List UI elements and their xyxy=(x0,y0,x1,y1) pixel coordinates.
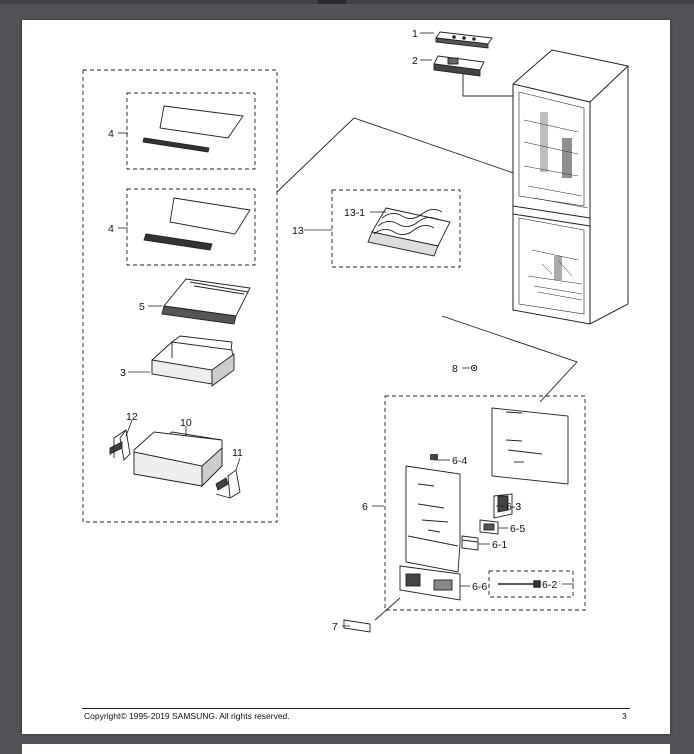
callout-4b: 4 xyxy=(108,223,114,235)
callout-6-3: 6-3 xyxy=(506,501,521,513)
part-6-4-knob xyxy=(430,454,438,460)
callout-12: 12 xyxy=(126,411,138,423)
callout-6: 6 xyxy=(362,501,368,513)
part-1-cover xyxy=(435,31,493,49)
callout-6-1: 6-1 xyxy=(492,539,507,551)
callout-10: 10 xyxy=(180,417,192,429)
callout-6-4: 6-4 xyxy=(452,455,467,467)
part-8-screw xyxy=(470,364,478,372)
drawer-cover-shelf xyxy=(161,278,251,325)
callout-5: 5 xyxy=(139,301,145,313)
shelf-2-box xyxy=(126,188,256,266)
drawer-10 xyxy=(133,431,223,488)
callout-6-6: 6-6 xyxy=(472,581,487,593)
exploded-parts-diagram: 1 2 4 4 5 3 12 10 11 13 13-1 8 6 6-4 6-3… xyxy=(82,28,629,633)
wine-rack xyxy=(367,207,451,257)
callout-6-2: 6-2 xyxy=(542,579,557,591)
fan-assy-box xyxy=(384,395,586,611)
callout-8: 8 xyxy=(452,363,458,375)
part-2-housing xyxy=(433,55,485,77)
callout-1: 1 xyxy=(412,28,418,40)
footer-page-number: 3 xyxy=(622,711,627,721)
footer-copyright: Copyright© 1995-2019 SAMSUNG. All rights… xyxy=(84,711,290,721)
rail-11 xyxy=(215,469,241,499)
footer-rule xyxy=(82,708,630,709)
shelf-1-box xyxy=(126,92,256,170)
part-6-2-harness xyxy=(498,580,541,588)
left-parts-group-box xyxy=(82,69,278,523)
callout-6-5: 6-5 xyxy=(510,523,525,535)
callout-4a: 4 xyxy=(108,128,114,140)
part-6-6-housing xyxy=(399,565,461,601)
part-6-5-cover xyxy=(479,519,499,535)
document-page: 1 2 4 4 5 3 12 10 11 13 13-1 8 6 6-4 6-3… xyxy=(22,20,670,734)
toolbar-tab[interactable] xyxy=(318,0,346,4)
callout-7: 7 xyxy=(332,621,338,633)
callout-2: 2 xyxy=(412,55,418,67)
callout-3: 3 xyxy=(120,367,126,379)
part-6-1-sensor xyxy=(461,535,479,551)
callout-13-1: 13-1 xyxy=(344,207,365,219)
glass-shelf-1 xyxy=(142,105,244,153)
rail-12 xyxy=(109,428,131,461)
part-7-plate xyxy=(343,619,371,633)
callout-11: 11 xyxy=(232,447,243,459)
fan-duct-panel xyxy=(405,465,461,573)
drawer-3 xyxy=(151,335,235,387)
glass-shelf-2 xyxy=(143,197,251,251)
viewer-toolbar xyxy=(0,0,694,4)
wine-rack-box xyxy=(331,189,461,268)
refrigerator-cabinet xyxy=(512,49,629,325)
part-6-2-box xyxy=(488,570,574,598)
back-panel xyxy=(491,407,569,485)
next-page-edge xyxy=(22,744,670,754)
callout-13: 13 xyxy=(292,225,304,237)
